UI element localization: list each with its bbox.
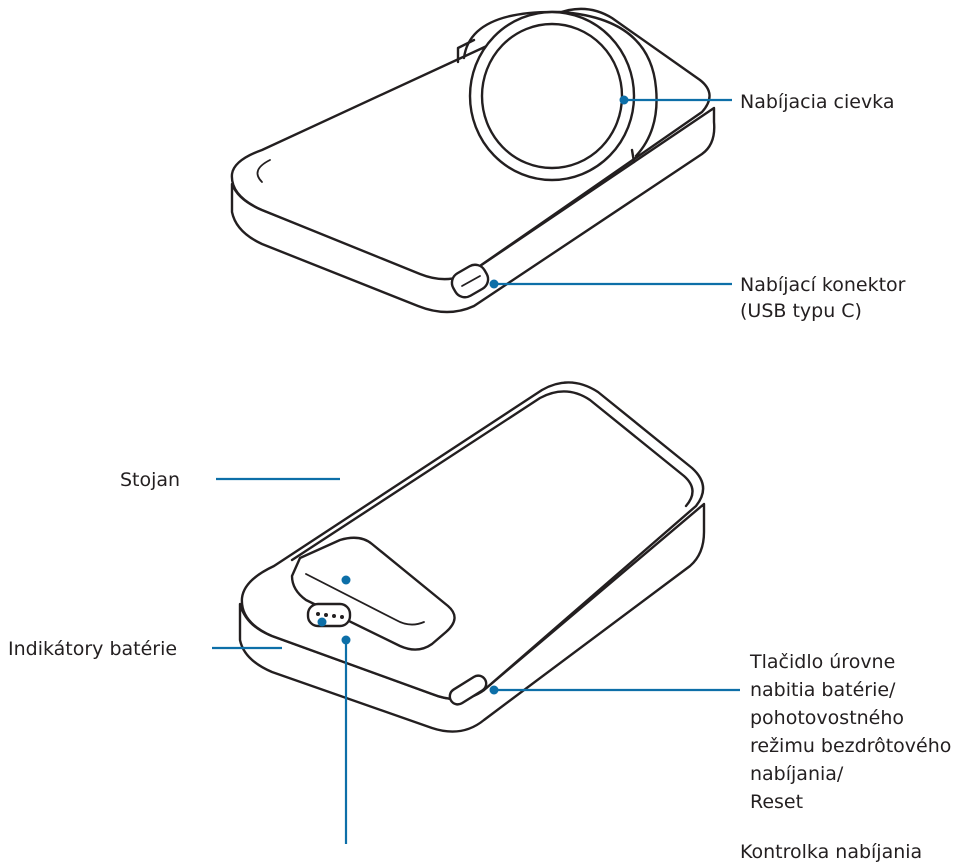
battery-dot-4 [340, 615, 344, 619]
label-button-1: Tlačidlo úrovne [749, 651, 895, 673]
back-plate [290, 390, 694, 562]
bottom-device [238, 381, 706, 733]
dot-button [489, 685, 499, 695]
battery-dot-2 [324, 613, 328, 617]
battery-dot-1 [316, 612, 320, 616]
dot-connector [489, 279, 499, 289]
label-button-4: režimu bezdrôtového [750, 735, 951, 757]
label-button-6: Reset [750, 791, 803, 813]
coil-tab-right [630, 148, 636, 164]
dot-stand [341, 575, 351, 585]
battery-dot-3 [332, 614, 336, 618]
stand [290, 536, 456, 651]
top-device-panel-line [256, 159, 271, 183]
leader-lines [212, 98, 740, 844]
top-device [230, 7, 716, 314]
label-button-3: pohotovostného [750, 707, 904, 729]
label-connector-2: (USB typu C) [740, 300, 862, 322]
label-connector-1: Nabíjací konektor [740, 274, 906, 296]
stand-inner [305, 573, 425, 626]
side-button [448, 674, 488, 706]
leader-dots [317, 95, 629, 695]
coil-tab-left [456, 38, 476, 64]
coil-outer [468, 10, 636, 182]
label-coil: Nabíjacia cievka [740, 91, 895, 113]
dot-light [341, 635, 351, 645]
label-stand: Stojan [120, 469, 180, 491]
dot-battery [317, 617, 327, 627]
battery-indicator-recess [306, 602, 352, 628]
dot-coil [619, 95, 629, 105]
label-button-5: nabíjania/ [750, 763, 844, 785]
label-button-2: nabitia batérie/ [750, 679, 896, 701]
label-battery-indicators: Indikátory batérie [8, 638, 177, 660]
label-charging-light: Kontrolka nabíjania [740, 841, 922, 862]
usb-c-port-inner [461, 275, 481, 287]
coil-ring-base [462, 10, 658, 158]
battery-indicator-dots [316, 612, 344, 619]
